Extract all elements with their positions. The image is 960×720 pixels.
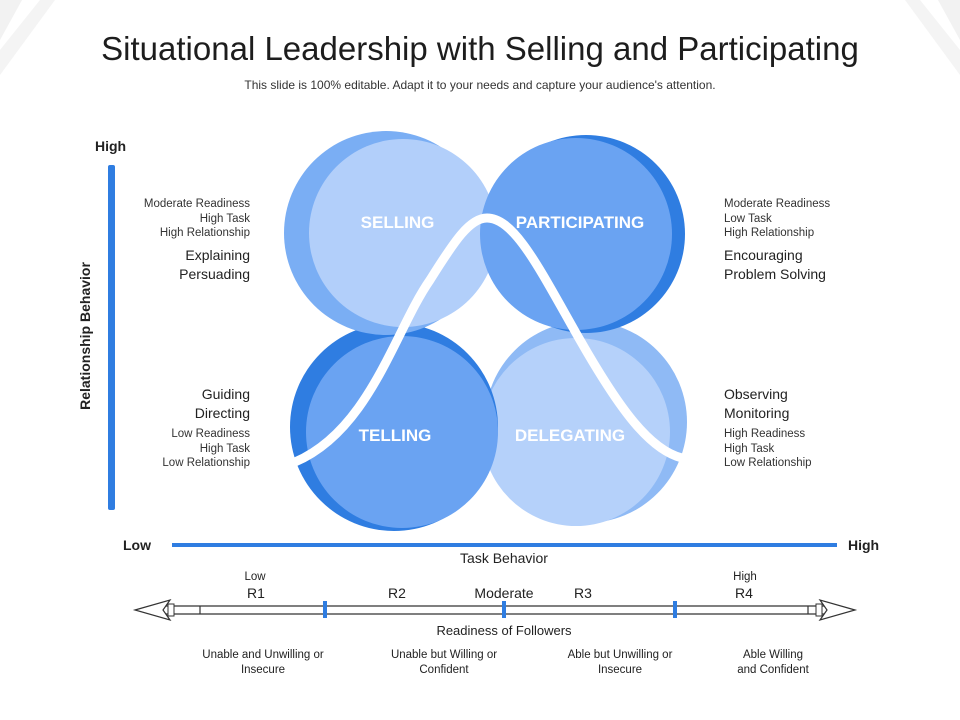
- leadership-circles-diagram: [284, 131, 687, 531]
- x-axis-bar: [172, 543, 837, 547]
- readiness-level-r3: R3: [574, 585, 592, 601]
- selling-label: SELLING: [360, 213, 435, 232]
- readiness-level-r4: R4: [735, 585, 753, 601]
- readiness-low-label: Low: [244, 571, 266, 583]
- x-axis-label: Task Behavior: [460, 550, 548, 566]
- readiness-scale-arrow: [132, 598, 858, 622]
- readiness-level-moderate: Moderate: [474, 585, 534, 601]
- corner-decoration-left: [0, 0, 55, 75]
- readiness-level-r1: R1: [247, 585, 265, 601]
- selling-actions: Explaining Persuading: [179, 247, 250, 282]
- selling-details: Moderate Readiness High Task High Relati…: [143, 198, 250, 239]
- delegating-details: High Readiness High Task Low Relationshi…: [724, 428, 812, 469]
- readiness-high-label: High: [733, 571, 757, 583]
- page-subtitle: This slide is 100% editable. Adapt it to…: [244, 78, 716, 92]
- participating-details: Moderate Readiness Low Task High Relatio…: [724, 198, 831, 239]
- y-axis-label: Relationship Behavior: [77, 262, 93, 410]
- readiness-label: Readiness of Followers: [436, 623, 572, 638]
- readiness-desc-r2: Unable but Willing or Confident: [390, 649, 498, 676]
- selling-circle: [309, 139, 497, 327]
- readiness-desc-r1: Unable and Unwilling or Insecure: [202, 649, 324, 676]
- y-axis-bar: [108, 165, 115, 510]
- telling-label: TELLING: [358, 426, 432, 445]
- x-axis-low-label: Low: [123, 537, 151, 553]
- telling-actions: Guiding Directing: [194, 386, 250, 421]
- delegating-circle: [482, 338, 670, 526]
- readiness-level-r2: R2: [388, 585, 406, 601]
- delegating-label: DELEGATING: [514, 426, 626, 445]
- participating-label: PARTICIPATING: [515, 213, 645, 232]
- delegating-actions: Observing Monitoring: [724, 386, 790, 421]
- corner-decoration-right: [905, 0, 960, 75]
- y-axis-high-label: High: [95, 138, 127, 154]
- participating-circle: [480, 138, 672, 330]
- page-title: Situational Leadership with Selling and …: [101, 30, 859, 67]
- telling-circle: [306, 336, 498, 528]
- leadership-curve: [290, 213, 687, 467]
- x-axis-high-label: High: [848, 537, 880, 553]
- participating-actions: Encouraging Problem Solving: [724, 247, 826, 282]
- readiness-desc-r4: Able Willing and Confident: [737, 649, 809, 676]
- readiness-desc-r3: Able but Unwilling or Insecure: [567, 649, 673, 676]
- telling-details: Low Readiness High Task Low Relationship: [162, 428, 250, 469]
